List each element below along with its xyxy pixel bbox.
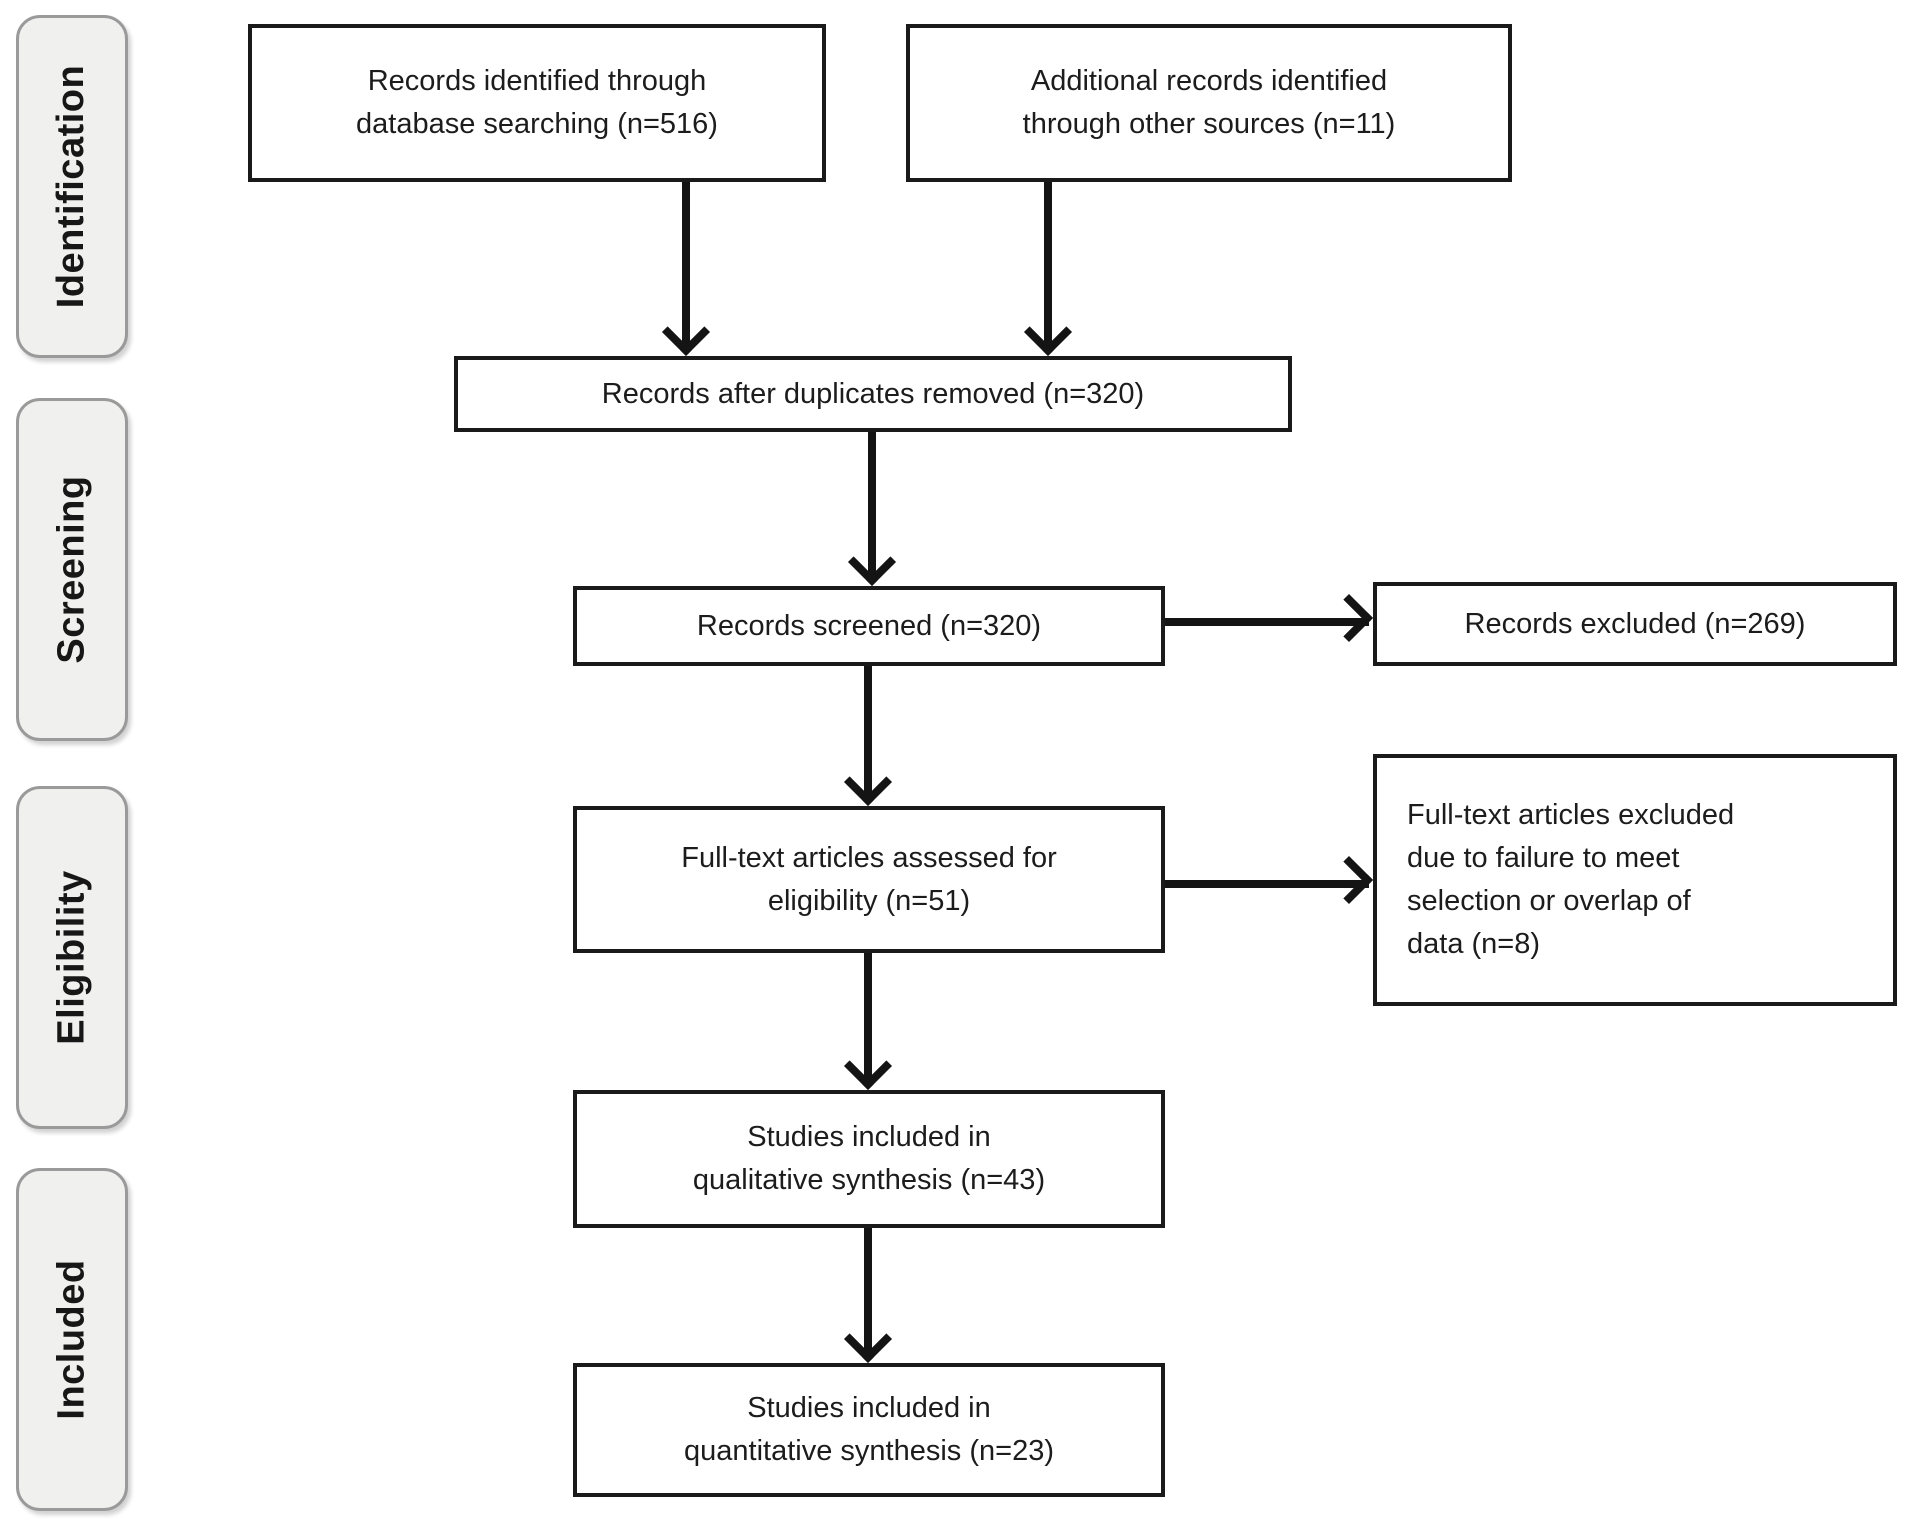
box-fulltext-excluded-text: Full-text articles excluded due to failu… bbox=[1407, 799, 1735, 960]
arrow-additional-to-deduplicated bbox=[1023, 182, 1073, 357]
arrow-head-right-icon bbox=[1324, 855, 1374, 905]
box-additional-records: Additional records identified through ot… bbox=[906, 24, 1512, 182]
arrow-deduplicated-to-screened bbox=[847, 432, 897, 587]
box-records-identified-text: Records identified through database sear… bbox=[356, 65, 718, 140]
arrow-stem bbox=[1044, 182, 1052, 352]
box-fulltext-assessed: Full-text articles assessed for eligibil… bbox=[573, 806, 1165, 953]
stage-label-included-text: Included bbox=[50, 1259, 93, 1420]
arrow-head-down-icon bbox=[847, 537, 897, 587]
stage-label-screening: Screening bbox=[16, 398, 128, 741]
stage-label-eligibility: Eligibility bbox=[16, 786, 128, 1129]
box-fulltext-excluded: Full-text articles excluded due to failu… bbox=[1373, 754, 1897, 1006]
stage-label-eligibility-text: Eligibility bbox=[50, 870, 93, 1045]
box-records-excluded-text: Records excluded (n=269) bbox=[1464, 607, 1806, 640]
arrow-identified-to-deduplicated bbox=[661, 182, 711, 357]
box-qualitative-synthesis: Studies included in qualitative synthesi… bbox=[573, 1090, 1165, 1228]
arrow-head-down-icon bbox=[661, 307, 711, 357]
stage-label-identification-text: Identification bbox=[50, 64, 93, 309]
box-records-after-duplicates-text: Records after duplicates removed (n=320) bbox=[601, 377, 1145, 410]
arrow-head-down-icon bbox=[843, 1314, 893, 1364]
arrow-head-down-icon bbox=[843, 757, 893, 807]
arrow-stem bbox=[864, 666, 872, 802]
arrow-head-right-icon bbox=[1324, 593, 1374, 643]
box-additional-records-text: Additional records identified through ot… bbox=[1022, 65, 1396, 140]
box-qualitative-synthesis-text: Studies included in qualitative synthesi… bbox=[692, 1121, 1046, 1196]
box-records-screened-text: Records screened (n=320) bbox=[696, 609, 1042, 642]
box-records-screened: Records screened (n=320) bbox=[573, 586, 1165, 666]
arrow-head-down-icon bbox=[843, 1041, 893, 1091]
arrow-fulltext-to-qualitative bbox=[843, 953, 893, 1091]
box-records-identified: Records identified through database sear… bbox=[248, 24, 826, 182]
stage-label-included: Included bbox=[16, 1168, 128, 1511]
arrow-screened-to-fulltext bbox=[843, 666, 893, 807]
arrow-stem bbox=[864, 953, 872, 1086]
box-quantitative-synthesis-text: Studies included in quantitative synthes… bbox=[684, 1392, 1054, 1467]
stage-label-identification: Identification bbox=[16, 15, 128, 358]
arrow-stem bbox=[1165, 618, 1369, 626]
arrow-head-down-icon bbox=[1023, 307, 1073, 357]
arrow-screened-to-excluded bbox=[1165, 593, 1374, 644]
arrow-qualitative-to-quantitative bbox=[843, 1228, 893, 1364]
arrow-fulltext-to-fulltext-excluded bbox=[1165, 855, 1374, 906]
arrow-stem bbox=[864, 1228, 872, 1359]
box-records-after-duplicates: Records after duplicates removed (n=320) bbox=[454, 356, 1292, 432]
box-records-excluded: Records excluded (n=269) bbox=[1373, 582, 1897, 666]
box-quantitative-synthesis: Studies included in quantitative synthes… bbox=[573, 1363, 1165, 1497]
stage-label-screening-text: Screening bbox=[50, 475, 93, 664]
arrow-stem bbox=[682, 182, 690, 352]
arrow-stem bbox=[1165, 880, 1369, 888]
arrow-stem bbox=[868, 432, 876, 582]
box-fulltext-assessed-text: Full-text articles assessed for eligibil… bbox=[681, 841, 1057, 917]
